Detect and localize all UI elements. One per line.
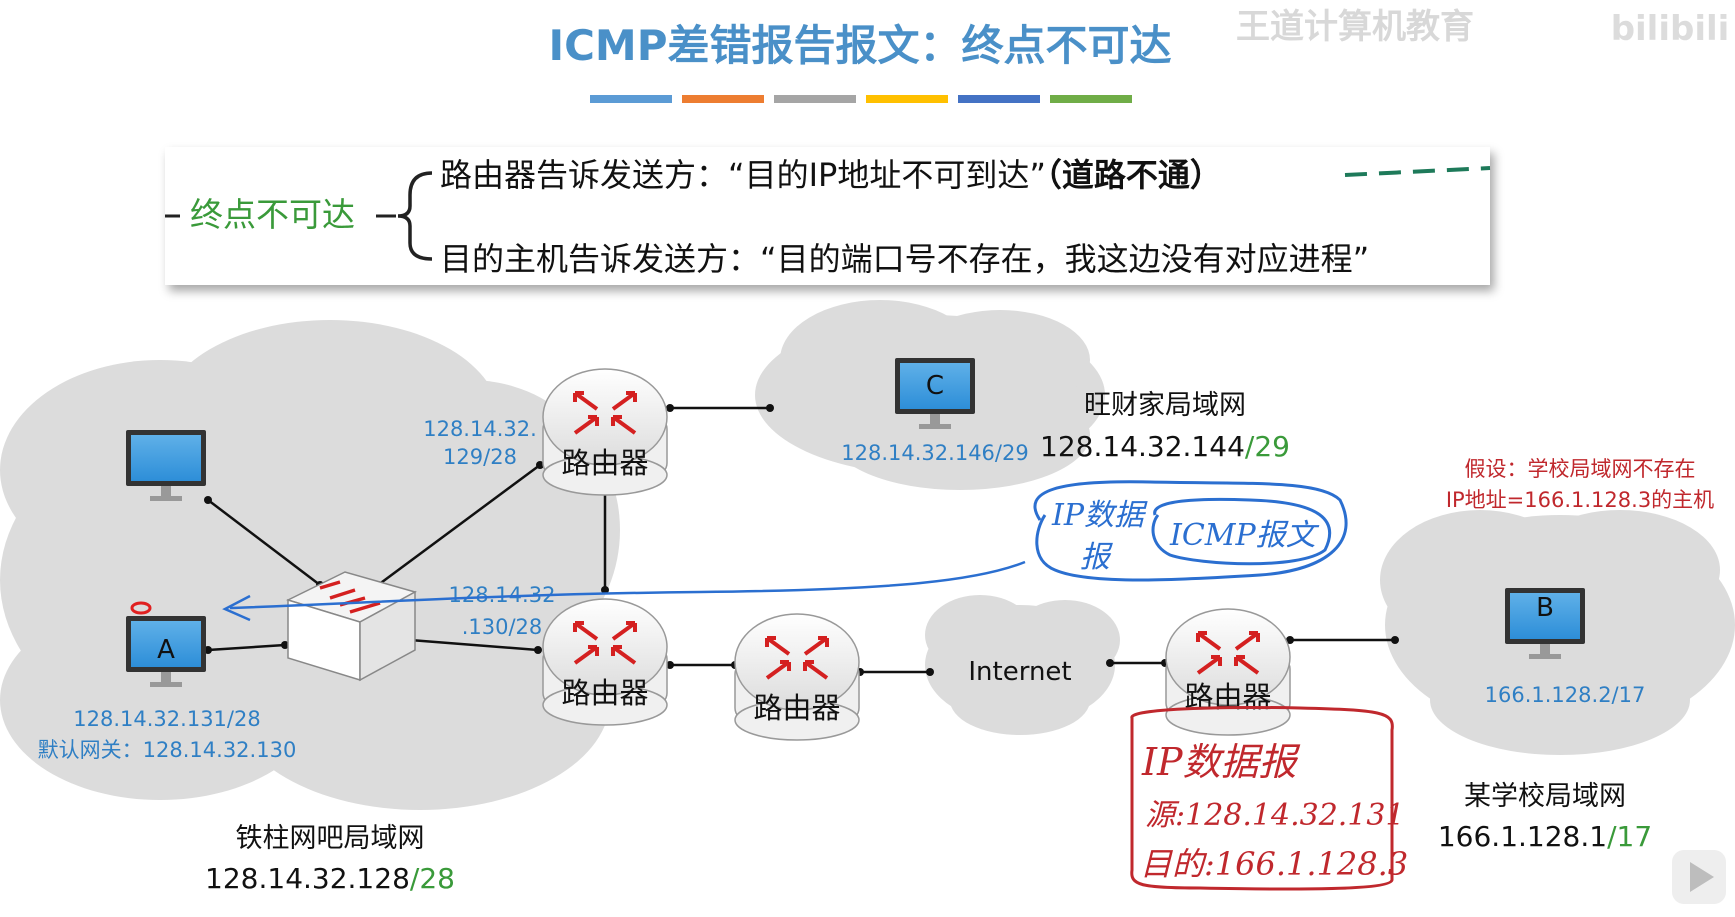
red-dst: 目的:166.1.128.3 <box>1140 845 1408 883</box>
assumption-line1: 假设：学校局域网不存在 <box>1465 457 1696 481</box>
pc-a-gateway: 默认网关：128.14.32.130 <box>38 738 297 762</box>
router-2-label: 路由器 <box>561 676 648 710</box>
play-icon[interactable] <box>1672 850 1726 904</box>
pc-top-left <box>126 430 206 501</box>
concept-line2: 目的主机告诉发送方：“目的端口号不存在，我这边没有对应进程” <box>440 240 1369 278</box>
router-3: 路由器 <box>734 613 860 741</box>
pc-a-label: A <box>157 635 175 665</box>
title-bar-3 <box>774 95 856 103</box>
r1-port-line2: 129/28 <box>443 445 517 469</box>
pc-c-label: C <box>926 371 944 401</box>
router-2: 路由器 <box>542 598 668 726</box>
wangcai-net: 128.14.32.144/29 <box>1040 430 1290 463</box>
tiezhu-name: 铁柱网吧局域网 <box>236 823 425 854</box>
watermark-logo: bilibili <box>1611 9 1730 49</box>
r2-port-line2: .130/28 <box>462 615 543 639</box>
cloud-tiezhu <box>0 320 620 810</box>
cloud-internet <box>925 595 1120 735</box>
blue-arrowhead <box>222 594 251 622</box>
r1-port-line1: 128.14.32. <box>423 417 537 441</box>
switch <box>285 571 417 682</box>
pc-b: B <box>1505 588 1585 659</box>
blue-ip-datagram-2: 报 <box>1080 540 1113 575</box>
internet-label: Internet <box>968 657 1071 687</box>
page-title: ICMP差错报告报文：终点不可达 <box>548 21 1171 70</box>
network-links <box>207 406 1395 674</box>
red-annotation: IP数据报 源:128.14.32.131 目的:166.1.128.3 <box>1130 706 1408 891</box>
pc-b-label: B <box>1536 593 1554 623</box>
school-net: 166.1.128.1/17 <box>1438 820 1652 853</box>
title-underline-bars <box>590 95 1132 103</box>
title-bar-6 <box>1050 95 1132 103</box>
concept-line1: 路由器告诉发送方：“目的IP地址不可到达”（道路不通） <box>440 156 1222 194</box>
concept-box: 终点不可达 路由器告诉发送方：“目的IP地址不可到达”（道路不通） 目的主机告诉… <box>165 147 1491 285</box>
red-mark-a <box>130 601 152 615</box>
concept-root: 终点不可达 <box>190 195 355 234</box>
pc-b-ip: 166.1.128.2/17 <box>1485 683 1646 707</box>
blue-ip-datagram-1: IP数据 <box>1051 498 1148 533</box>
school-name: 某学校局域网 <box>1464 781 1626 812</box>
red-title: IP数据报 <box>1141 740 1301 784</box>
pc-a: A <box>126 616 206 687</box>
wangcai-name: 旺财家局域网 <box>1084 390 1246 421</box>
brace <box>397 171 433 261</box>
teal-dash-stroke <box>1344 166 1491 177</box>
blue-annotation: IP数据 报 ICMP报文 <box>222 480 1348 622</box>
red-src: 源:128.14.32.131 <box>1145 798 1405 833</box>
title-bar-2 <box>682 95 764 103</box>
router-4: 路由器 <box>1165 608 1291 736</box>
router-1-label: 路由器 <box>561 446 648 480</box>
pc-c: C <box>895 358 975 429</box>
watermark-text: 王道计算机教育 <box>1236 7 1474 47</box>
blue-return-path <box>229 560 1026 610</box>
pc-c-ip: 128.14.32.146/29 <box>841 441 1028 465</box>
title-bar-5 <box>958 95 1040 103</box>
router-3-label: 路由器 <box>753 691 840 725</box>
pc-a-ip: 128.14.32.131/28 <box>73 707 260 731</box>
blue-icmp: ICMP报文 <box>1169 518 1320 553</box>
title-bar-4 <box>866 95 948 103</box>
tiezhu-net: 128.14.32.128/28 <box>205 862 455 895</box>
title-bar-1 <box>590 95 672 103</box>
router-1: 路由器 <box>542 368 668 496</box>
assumption-line2: IP地址=166.1.128.3的主机 <box>1446 488 1714 512</box>
